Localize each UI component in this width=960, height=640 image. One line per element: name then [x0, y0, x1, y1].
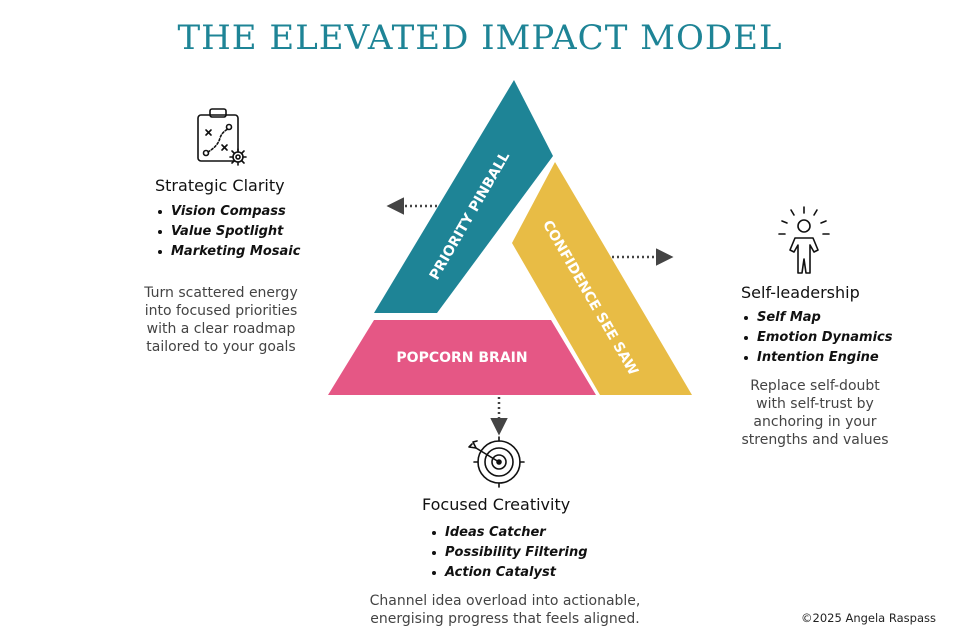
- priority-pinball-segment: PRIORITY PINBALL: [374, 80, 553, 313]
- description-line: strengths and values: [741, 432, 889, 448]
- pink-band: [328, 320, 596, 395]
- description-line: into focused priorities: [144, 303, 298, 319]
- person-radiating-icon: [778, 206, 830, 274]
- description-line: with self-trust by: [756, 396, 874, 412]
- popcorn-brain-label: POPCORN BRAIN: [396, 350, 527, 366]
- list-item: Value Spotlight: [155, 222, 300, 242]
- list-item: Ideas Catcher: [429, 523, 588, 543]
- popcorn-brain-segment: POPCORN BRAIN: [328, 320, 596, 395]
- strategic-clarity-heading: Strategic Clarity: [155, 176, 285, 195]
- list-item: Self Map: [741, 308, 892, 328]
- description-line: anchoring in your: [753, 414, 877, 430]
- description-line: Turn scattered energy: [144, 285, 298, 301]
- self-leadership-heading: Self-leadership: [741, 283, 860, 302]
- self-leadership-list: Self Map Emotion Dynamics Intention Engi…: [741, 308, 892, 368]
- yellow-band: [512, 162, 692, 395]
- list-item: Action Catalyst: [429, 563, 588, 583]
- teal-band: [374, 80, 553, 313]
- focused-creativity-heading: Focused Creativity: [422, 495, 571, 514]
- strategy-clipboard-icon: [197, 108, 247, 166]
- target-arrow-icon: [468, 436, 525, 488]
- list-item: Vision Compass: [155, 202, 300, 222]
- strategic-clarity-description: Turn scattered energy into focused prior…: [121, 284, 321, 356]
- description-line: with a clear roadmap: [146, 321, 296, 337]
- strategic-clarity-list: Vision Compass Value Spotlight Marketing…: [155, 202, 300, 262]
- focused-creativity-description: Channel idea overload into actionable, e…: [350, 592, 660, 628]
- description-line: Replace self-doubt: [750, 378, 880, 394]
- page-title: THE ELEVATED IMPACT MODEL: [177, 18, 783, 58]
- description-line: Channel idea overload into actionable,: [369, 593, 641, 609]
- list-item: Emotion Dynamics: [741, 328, 892, 348]
- focused-creativity-list: Ideas Catcher Possibility Filtering Acti…: [429, 523, 588, 583]
- list-item: Marketing Mosaic: [155, 242, 300, 262]
- list-item: Intention Engine: [741, 348, 892, 368]
- description-line: energising progress that feels aligned.: [370, 611, 640, 627]
- copyright-text: ©2025 Angela Raspass: [801, 611, 936, 625]
- list-item: Possibility Filtering: [429, 543, 588, 563]
- self-leadership-description: Replace self-doubt with self-trust by an…: [720, 377, 910, 449]
- description-line: tailored to your goals: [146, 339, 296, 355]
